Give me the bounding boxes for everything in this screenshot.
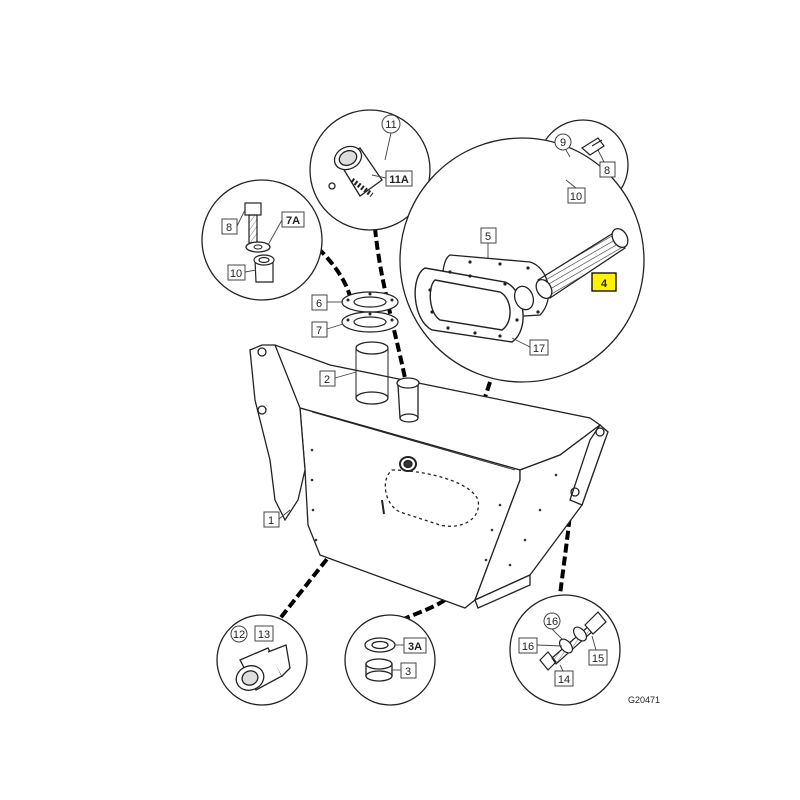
detail-circle-drain-plug xyxy=(344,614,436,706)
callout-11a-box xyxy=(385,170,413,187)
label-16b: 16 xyxy=(522,641,534,653)
callout-10a-box xyxy=(227,264,246,281)
drawing-reference: G20471 xyxy=(628,695,660,705)
label-8a: 8 xyxy=(226,222,232,234)
callout-6-box xyxy=(311,294,328,311)
callout-4-box xyxy=(591,272,617,292)
left-bracket xyxy=(249,344,306,522)
callout-3a-box xyxy=(403,637,427,654)
cover-opening-dotted xyxy=(384,469,480,527)
bolt-8-drawing xyxy=(580,137,605,156)
washer-16-drawing xyxy=(558,638,574,654)
leader-7a-to-flange xyxy=(316,246,352,297)
leader-11-to-filler xyxy=(373,227,407,379)
label-9: 9 xyxy=(560,137,566,149)
label-3: 3 xyxy=(405,666,411,678)
label-7a: 7A xyxy=(286,215,300,227)
callout-7-box xyxy=(311,321,328,338)
callout-8a-box xyxy=(221,218,238,235)
tank-foot xyxy=(474,573,531,609)
label-15: 15 xyxy=(592,653,604,665)
callout-9-box xyxy=(554,133,572,151)
gasket-17-drawing xyxy=(414,267,524,343)
callout-8b-box xyxy=(599,161,616,178)
callout-1-box xyxy=(263,511,280,528)
detail-circle-screw-washer xyxy=(201,179,323,301)
label-14: 14 xyxy=(558,674,570,686)
label-12: 12 xyxy=(233,629,245,641)
screw-8-drawing xyxy=(244,202,262,244)
leader-3-to-tank xyxy=(396,598,447,624)
callout-labels: 11 11A 7A 8 10 9 8 10 5 4 17 6 7 2 1 12 … xyxy=(226,119,610,686)
label-4: 4 xyxy=(601,278,608,290)
fuel-tank xyxy=(249,341,609,609)
leader-14-to-bracket xyxy=(558,491,574,596)
detail-circle-mounting-bolt xyxy=(509,594,621,706)
callout-13-box xyxy=(254,625,274,642)
callout-3-box xyxy=(400,662,417,679)
detail-circle-filler-cap xyxy=(309,109,431,231)
label-11: 11 xyxy=(385,119,396,131)
fitting-12-13-drawing xyxy=(235,644,291,691)
label-5: 5 xyxy=(485,231,491,243)
label-8b: 8 xyxy=(604,165,610,177)
callout-16b-box xyxy=(518,637,538,654)
breather-tube xyxy=(397,384,419,419)
right-bracket xyxy=(569,424,609,506)
callout-2-box xyxy=(319,370,336,387)
filler-flange-gaskets xyxy=(341,291,399,333)
label-17: 17 xyxy=(533,343,545,355)
callout-10b-box xyxy=(567,187,586,204)
label-10b: 10 xyxy=(570,191,582,203)
label-10a: 10 xyxy=(230,268,242,280)
label-11a: 11A xyxy=(389,174,409,186)
label-2: 2 xyxy=(324,374,330,386)
callout-12-box xyxy=(230,625,248,643)
callout-17-box xyxy=(529,339,549,356)
label-7: 7 xyxy=(316,325,322,337)
callout-5-box xyxy=(480,227,497,244)
callouts xyxy=(221,114,617,687)
callout-14-box xyxy=(554,670,574,687)
spacer-15-drawing xyxy=(584,611,607,635)
label-1: 1 xyxy=(268,515,274,527)
label-6: 6 xyxy=(316,298,322,310)
callout-ticks xyxy=(236,132,605,672)
spacer-10-drawing xyxy=(253,254,275,283)
callout-15-box xyxy=(588,649,608,666)
label-16a: 16 xyxy=(546,616,558,628)
pipe-4-drawing xyxy=(513,228,629,311)
label-3a: 3A xyxy=(408,641,422,653)
callout-7a-box xyxy=(281,211,305,228)
label-13: 13 xyxy=(258,629,270,641)
filler-cap-11-drawing xyxy=(328,145,383,197)
